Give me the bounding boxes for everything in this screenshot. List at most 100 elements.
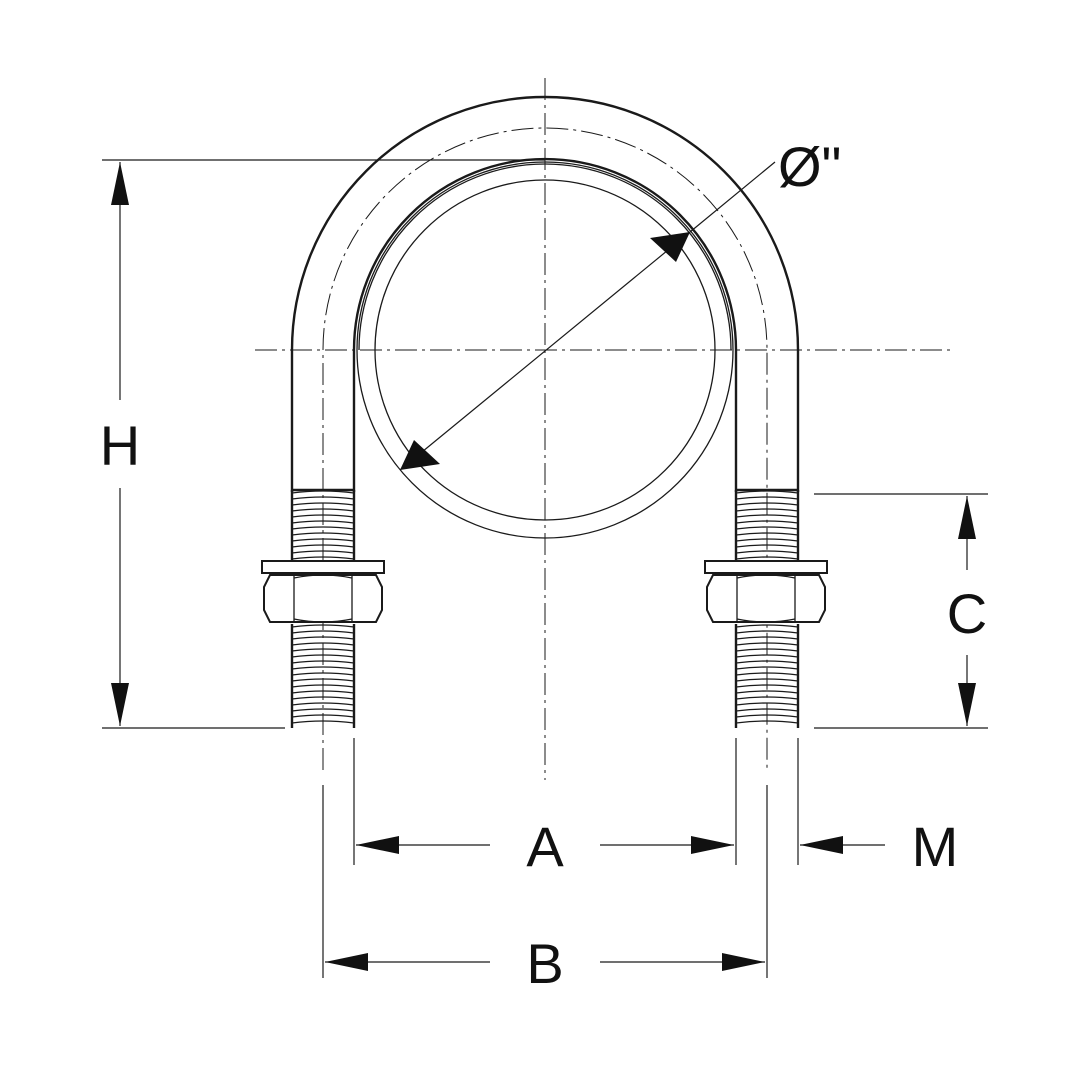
thread-ridge <box>735 678 799 682</box>
diameter-arrow-lower <box>400 440 440 470</box>
thread-ridge <box>291 630 355 634</box>
thread-ridge <box>291 714 355 718</box>
diameter-dimension: Ø" <box>399 135 841 471</box>
pipe <box>356 161 734 539</box>
left-hex-nut <box>263 574 383 623</box>
thread-ridge <box>735 508 799 512</box>
thread-ridge <box>735 666 799 670</box>
thread-ridge <box>291 708 355 712</box>
thread-ridge <box>735 714 799 718</box>
m-arrow <box>800 836 843 854</box>
right-thread <box>734 488 800 728</box>
thread-ridge <box>735 672 799 676</box>
thread-ridge <box>291 690 355 694</box>
height-dimension: H <box>100 159 545 729</box>
pipe-inner-circle <box>374 179 716 521</box>
thread-ridge <box>735 514 799 518</box>
thread-size-dimension: M <box>797 738 959 878</box>
thread-ridge <box>291 502 355 506</box>
diameter-label: Ø" <box>778 135 841 198</box>
thread-ridge <box>291 702 355 706</box>
thread-ridge <box>735 538 799 542</box>
thread-ridge <box>735 520 799 524</box>
thread-ridge <box>291 678 355 682</box>
thread-ridge <box>291 556 355 560</box>
diameter-leader-line <box>689 161 776 233</box>
thread-ridge <box>735 556 799 560</box>
thread-ridge <box>735 642 799 646</box>
inner-width-dimension: A <box>353 738 737 878</box>
thread-ridge <box>735 496 799 500</box>
thread-ridge <box>291 684 355 688</box>
thread-ridge <box>735 720 799 724</box>
bolt-centerline-path <box>322 127 768 770</box>
height-label: H <box>100 414 140 477</box>
thread-ridge <box>735 648 799 652</box>
thread-ridge <box>291 648 355 652</box>
c-arrow-top <box>958 496 976 539</box>
diameter-dimension-line <box>399 231 691 471</box>
thread-length-dimension: C <box>814 493 988 729</box>
left-nut-chamfer-bottom <box>293 618 353 623</box>
thread-ridge <box>735 490 799 494</box>
left-washer <box>261 560 385 574</box>
thread-ridge <box>735 630 799 634</box>
u-bolt-body <box>290 95 800 492</box>
thread-ridge <box>735 624 799 628</box>
b-label: B <box>526 932 563 995</box>
thread-ridge <box>735 696 799 700</box>
thread-ridge <box>291 520 355 524</box>
pipe-outer-circle <box>356 161 734 539</box>
a-arrow-right <box>691 836 734 854</box>
thread-ridge <box>735 690 799 694</box>
right-washer <box>704 560 828 574</box>
thread-ridge <box>291 538 355 542</box>
thread-ridge <box>291 672 355 676</box>
right-hex-nut <box>706 574 826 623</box>
thread-ridge <box>291 508 355 512</box>
thread-ridge <box>291 642 355 646</box>
thread-ridge <box>291 526 355 530</box>
center-lines <box>255 78 955 780</box>
thread-ridge <box>735 636 799 640</box>
thread-ridge <box>291 624 355 628</box>
thread-ridge <box>735 526 799 530</box>
thread-ridge <box>735 684 799 688</box>
thread-ridge <box>291 636 355 640</box>
diameter-arrow-upper <box>650 232 690 262</box>
thread-ridge <box>291 666 355 670</box>
left-thread <box>290 488 356 728</box>
height-arrow-top <box>111 162 129 205</box>
thread-ridge <box>735 532 799 536</box>
thread-ridge <box>735 502 799 506</box>
height-arrow-bottom <box>111 683 129 726</box>
thread-ridge <box>291 544 355 548</box>
b-arrow-left <box>325 953 368 971</box>
right-nut-chamfer-bottom <box>736 618 796 623</box>
u-bolt-inner-edge <box>352 157 738 492</box>
left-nut-assembly <box>261 560 385 623</box>
thread-ridge <box>291 660 355 664</box>
m-label: M <box>912 815 959 878</box>
a-label: A <box>526 815 564 878</box>
thread-ridge <box>735 654 799 658</box>
left-nut-chamfer-top <box>293 574 353 579</box>
b-arrow-right <box>722 953 765 971</box>
thread-ridge <box>735 702 799 706</box>
thread-ridge <box>291 696 355 700</box>
u-bolt-inner-highlight <box>358 163 732 351</box>
c-arrow-bottom <box>958 683 976 726</box>
thread-ridge <box>735 660 799 664</box>
thread-ridge <box>735 550 799 554</box>
thread-ridge <box>291 532 355 536</box>
c-label: C <box>947 582 987 645</box>
a-arrow-left <box>356 836 399 854</box>
thread-ridge <box>735 708 799 712</box>
thread-ridge <box>291 514 355 518</box>
right-nut-chamfer-top <box>736 574 796 579</box>
thread-ridge <box>291 720 355 724</box>
thread-ridge <box>291 490 355 494</box>
u-bolt-outer-edge <box>290 95 800 492</box>
thread-ridge <box>291 496 355 500</box>
